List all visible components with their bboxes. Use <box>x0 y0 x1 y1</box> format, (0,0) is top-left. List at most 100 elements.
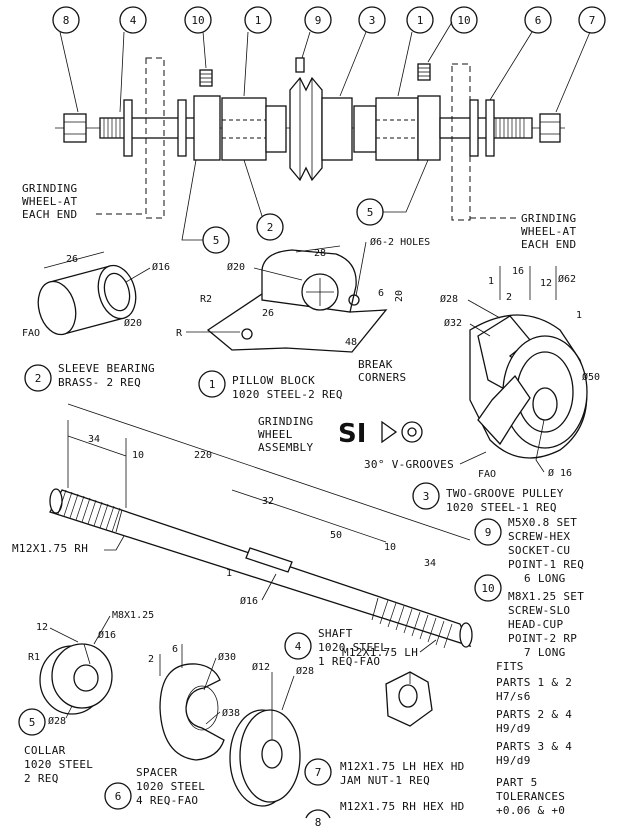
svg-text:6: 6 <box>378 288 384 299</box>
svg-text:GRINDING: GRINDING <box>258 415 313 428</box>
balloon-9: 9 <box>304 6 332 34</box>
svg-text:FAO: FAO <box>478 469 496 480</box>
balloon-10c: 10 <box>474 574 502 602</box>
spacer-view: 2 6 Ø30 Ø38 6 SPACER 1020 STEEL 4 REQ-FA… <box>104 644 240 810</box>
svg-text:EACH END: EACH END <box>521 238 576 251</box>
keyway <box>245 547 293 573</box>
hex-nut-right <box>539 113 561 143</box>
svg-text:1020 STEEL: 1020 STEEL <box>24 758 93 771</box>
balloon-5b: 5 <box>356 198 384 226</box>
svg-text:Ø28: Ø28 <box>296 665 314 677</box>
svg-text:2: 2 <box>35 372 42 385</box>
balloon-2b: 2 <box>24 364 52 392</box>
pillow-title: PILLOW BLOCK <box>232 374 315 387</box>
svg-text:Ø16: Ø16 <box>98 629 116 641</box>
svg-text:1: 1 <box>576 310 582 321</box>
svg-text:Ø50: Ø50 <box>582 371 600 383</box>
balloon-1c: 1 <box>198 370 226 398</box>
svg-text:WHEEL-AT: WHEEL-AT <box>22 195 77 208</box>
balloon-1b: 1 <box>406 6 434 34</box>
svg-text:SOCKET-CU: SOCKET-CU <box>508 544 570 557</box>
svg-text:16: 16 <box>512 266 524 277</box>
collar-left <box>193 95 221 161</box>
svg-text:1020 STEEL-2 REQ: 1020 STEEL-2 REQ <box>232 388 343 401</box>
label-grinding-left: GRINDING WHEEL-AT EACH END <box>22 182 77 221</box>
svg-text:ASSEMBLY: ASSEMBLY <box>258 441 313 454</box>
svg-text:POINT-2 RP: POINT-2 RP <box>508 632 577 645</box>
svg-text:1: 1 <box>226 568 232 579</box>
svg-text:Ø62: Ø62 <box>558 273 576 285</box>
logo-si: SI <box>338 419 366 449</box>
svg-text:1: 1 <box>209 378 216 391</box>
svg-text:12: 12 <box>36 622 48 633</box>
svg-text:R2: R2 <box>200 294 212 305</box>
svg-text:48: 48 <box>345 337 357 348</box>
svg-text:1020 STEEL: 1020 STEEL <box>136 780 205 793</box>
pillow-block-view: Ø20 28 Ø6-2 HOLES R2 26 R 6 20 48 BREAK … <box>176 236 430 401</box>
svg-text:Ø20: Ø20 <box>124 317 142 329</box>
svg-text:6 LONG: 6 LONG <box>524 572 566 585</box>
balloon-2a: 2 <box>256 213 284 241</box>
svg-text:Ø12: Ø12 <box>252 661 270 673</box>
pulley-view: 16 12 Ø62 1 2 1 Ø28 Ø32 Ø50 FAO Ø 16 30°… <box>364 266 600 514</box>
svg-text:10: 10 <box>481 582 494 595</box>
svg-text:7: 7 <box>589 14 596 27</box>
pillow-block-left <box>221 97 267 161</box>
svg-text:Ø32: Ø32 <box>444 317 462 329</box>
svg-text:Ø30: Ø30 <box>218 651 236 663</box>
svg-text:8: 8 <box>315 816 322 829</box>
svg-text:26: 26 <box>262 308 274 319</box>
collar-title: COLLAR <box>24 744 66 757</box>
balloon-9b: 9 <box>474 518 502 546</box>
svg-text:PARTS 3 & 4: PARTS 3 & 4 <box>496 740 572 753</box>
svg-text:H9/d9: H9/d9 <box>496 722 531 735</box>
svg-text:1 REQ-FAO: 1 REQ-FAO <box>318 655 380 668</box>
svg-text:Ø38: Ø38 <box>222 707 240 719</box>
svg-text:HEAD-CUP: HEAD-CUP <box>508 618 563 631</box>
sleeve-title: SLEEVE BEARING <box>58 362 155 375</box>
svg-text:R: R <box>176 328 183 339</box>
balloon-7a: 7 <box>578 6 606 34</box>
label-grinding-right: GRINDING WHEEL-AT EACH END <box>521 212 576 251</box>
svg-text:6: 6 <box>172 644 178 655</box>
svg-text:Ø6-2 HOLES: Ø6-2 HOLES <box>370 236 430 248</box>
svg-text:7: 7 <box>315 766 322 779</box>
shaft-title: SHAFT <box>318 627 353 640</box>
svg-text:GRINDING: GRINDING <box>521 212 576 225</box>
svg-text:3: 3 <box>423 490 430 503</box>
svg-text:BRASS- 2 REQ: BRASS- 2 REQ <box>58 376 141 389</box>
svg-text:10: 10 <box>191 14 204 27</box>
svg-text:3: 3 <box>369 14 376 27</box>
svg-text:2 REQ: 2 REQ <box>24 772 59 785</box>
svg-text:5: 5 <box>29 716 36 729</box>
svg-text:2: 2 <box>506 292 512 303</box>
notes-panel: 9 M5X0.8 SET SCREW-HEX SOCKET-CU POINT-1… <box>474 516 584 817</box>
svg-text:BREAK: BREAK <box>358 358 393 371</box>
svg-text:PARTS 1 & 2: PARTS 1 & 2 <box>496 676 572 689</box>
svg-text:26: 26 <box>66 254 78 265</box>
svg-text:R1: R1 <box>28 652 40 663</box>
balloon-5a: 5 <box>202 226 230 254</box>
svg-text:6: 6 <box>115 790 122 803</box>
balloon-4: 4 <box>119 6 147 34</box>
svg-text:FAO: FAO <box>22 328 40 339</box>
assembly-title: GRINDING WHEEL ASSEMBLY SI <box>258 415 423 454</box>
svg-text:SCREW-HEX: SCREW-HEX <box>508 530 570 543</box>
svg-text:M5X0.8 SET: M5X0.8 SET <box>508 516 577 529</box>
svg-text:M8X1.25: M8X1.25 <box>112 610 154 621</box>
note-hex-nut: M12X1.75 RH HEX HD <box>340 800 465 813</box>
svg-text:Ø16: Ø16 <box>152 261 170 273</box>
svg-text:50: 50 <box>330 530 342 541</box>
svg-text:PART 5: PART 5 <box>496 776 538 789</box>
svg-text:POINT-1 REQ: POINT-1 REQ <box>508 558 584 571</box>
balloon-3: 3 <box>358 6 386 34</box>
grinding-wheel-left <box>145 57 165 219</box>
balloon-8b: 8 <box>305 809 331 829</box>
shaft-view: 34 10 220 32 50 10 34 1 Ø16 M12X1.75 RH … <box>12 403 473 668</box>
svg-text:8: 8 <box>63 14 70 27</box>
svg-text:M8X1.25 SET: M8X1.25 SET <box>508 590 584 603</box>
balloon-8: 8 <box>52 6 80 34</box>
svg-text:Ø16: Ø16 <box>240 595 258 607</box>
balloon-10a: 10 <box>184 6 212 34</box>
svg-text:WHEEL-AT: WHEEL-AT <box>521 225 576 238</box>
